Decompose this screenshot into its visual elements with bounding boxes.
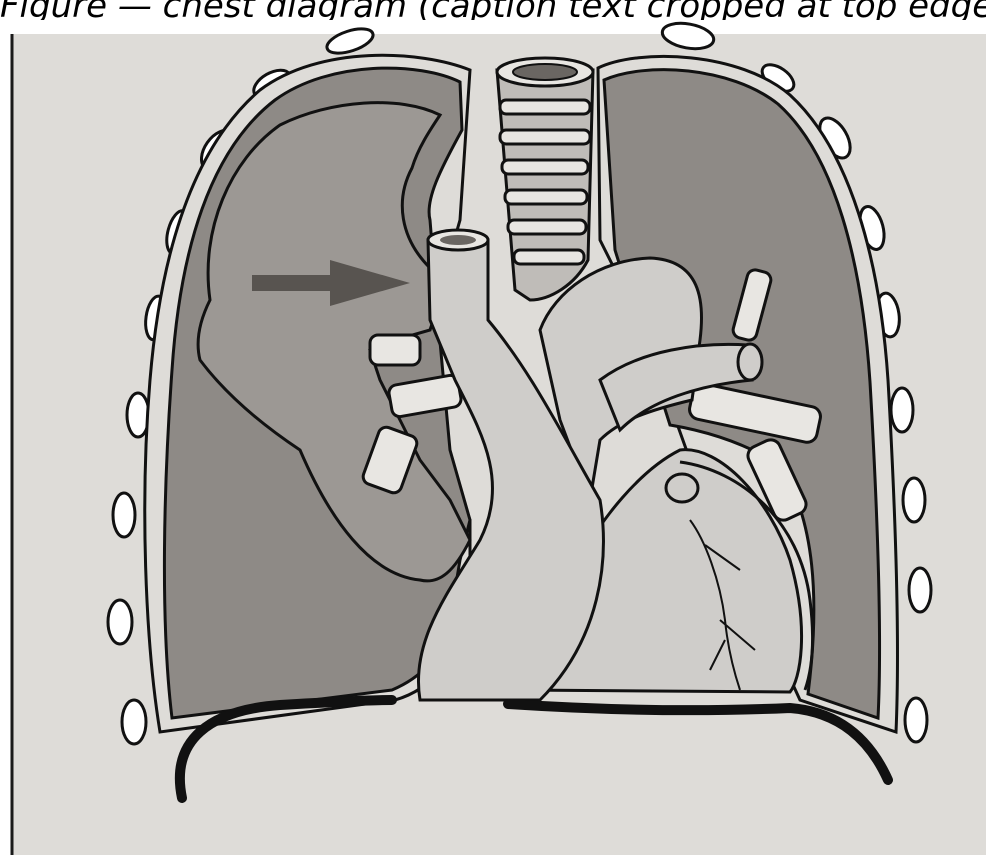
trachea — [495, 56, 595, 302]
diaphragm-right — [503, 699, 893, 785]
heart-border-line — [679, 460, 814, 691]
vena-cava-lumen — [440, 235, 476, 245]
left-atrial-appendage — [664, 472, 700, 504]
superior-vena-cava — [417, 238, 605, 702]
figure-caption-fragment: Figure — chest diagram (caption text cro… — [0, 0, 986, 20]
left-bronchus — [361, 333, 463, 495]
diaphragm-left — [174, 695, 397, 803]
arrow-right-icon — [252, 260, 410, 306]
pulmonary-artery-end — [736, 342, 764, 382]
right-bronchus — [688, 268, 822, 522]
coronary-vessel — [689, 519, 756, 691]
